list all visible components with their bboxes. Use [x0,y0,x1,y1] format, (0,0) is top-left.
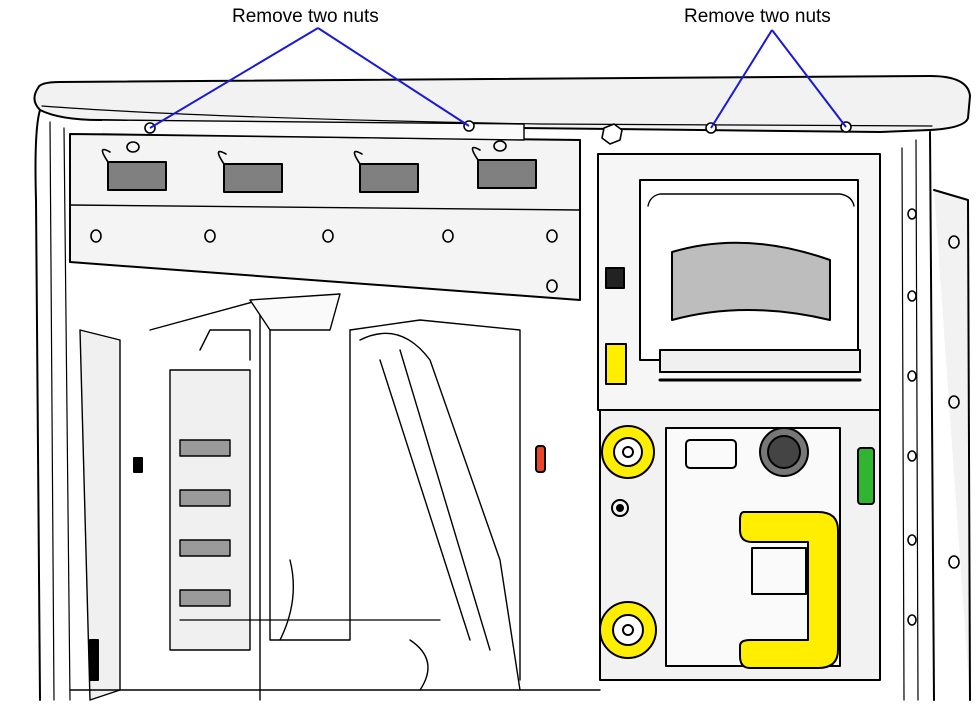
card-guides [79,329,121,701]
rail-holes [907,208,960,626]
vent-slots [101,146,537,193]
power-supply [249,293,521,691]
callout-remove-nuts-left: Remove two nuts [232,6,379,27]
yellow-latch [605,343,627,385]
thumbscrews [599,425,657,659]
screw-holes [90,140,558,293]
callout-remove-nuts-right: Remove two nuts [684,6,831,27]
left-wall [34,109,41,701]
leader-lines [149,27,847,129]
right-wall [929,131,935,701]
top-shelf [69,133,581,301]
green-latch [857,447,875,505]
handle [739,511,839,669]
red-latch [535,445,546,473]
fan-assembly [169,329,251,651]
